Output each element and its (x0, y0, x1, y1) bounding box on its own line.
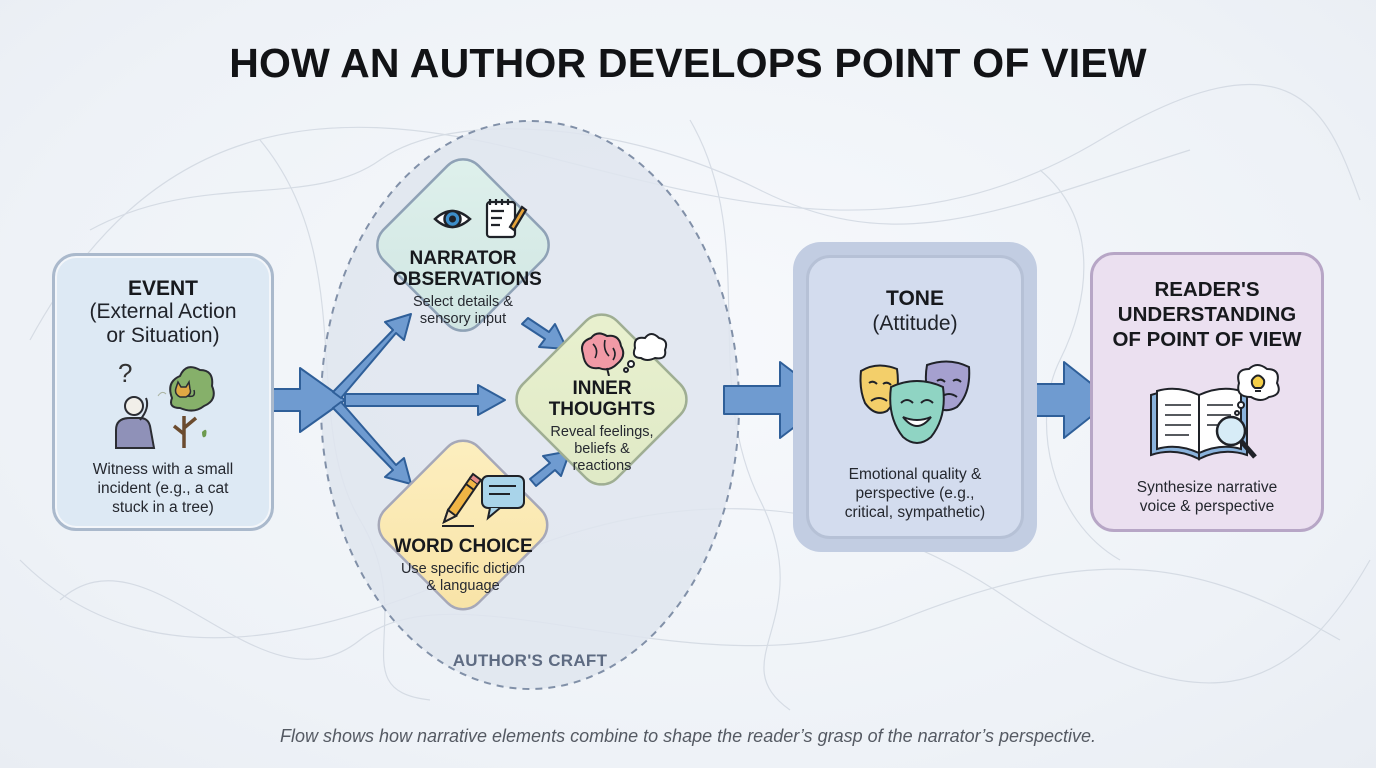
lightbulb-icon (1234, 364, 1280, 416)
event-box: EVENT (External Action or Situation) Wit… (52, 253, 274, 531)
tone-desc-line1: Emotional quality & (848, 466, 982, 483)
arrow-to-narrator (332, 313, 412, 399)
narrator-heading-line1: NARRATOR (409, 248, 517, 269)
page-title: HOW AN AUTHOR DEVELOPS POINT OF VIEW (229, 40, 1147, 86)
tone-desc-line2: perspective (e.g., (855, 485, 975, 502)
thought-bubble-icon (623, 333, 668, 373)
inner-desc-line3: reactions (572, 458, 632, 474)
narrator-heading-line2: OBSERVATIONS (393, 269, 542, 290)
tone-subtitle: (Attitude) (872, 312, 958, 335)
event-subtitle-line2: or Situation) (106, 324, 220, 347)
event-subtitle-line1: (External Action (89, 300, 237, 323)
reader-illustration (1150, 364, 1280, 461)
inner-heading-line1: INNER (572, 378, 632, 399)
tree-icon (169, 366, 215, 448)
reader-heading-line3: OF POINT OF VIEW (1112, 328, 1302, 351)
arrow-word-to-inner (529, 450, 571, 487)
tone-heading: TONE (886, 287, 944, 310)
tone-box: TONE (Attitude) Emotional quality & pers… (806, 255, 1024, 539)
event-heading: EVENT (127, 277, 198, 300)
inner-heading-line2: THOUGHTS (548, 399, 656, 420)
brain-icon (581, 332, 625, 376)
narrator-observations: NARRATOR OBSERVATIONS Select details & s… (393, 248, 542, 328)
theater-masks-icon (859, 360, 971, 444)
word-heading: WORD CHOICE (393, 536, 533, 557)
inner-icons (581, 332, 668, 376)
pencil-icon (442, 472, 483, 527)
event-subtitle: (External Action or Situation) (55, 300, 271, 348)
arrow-to-inner (344, 384, 506, 416)
narrator-desc-line1: Select details & (413, 294, 513, 310)
word-choice: WORD CHOICE Use specific diction & langu… (393, 536, 533, 595)
inner-heading: INNER THOUGHTS (532, 378, 672, 420)
narrator-icons (433, 199, 528, 239)
reader-heading-line1: READER'S (1154, 278, 1260, 301)
arrow-to-word (332, 401, 412, 485)
narrator-heading: NARRATOR OBSERVATIONS (393, 248, 542, 290)
question-mark: ? (118, 358, 133, 388)
inner-description: Reveal feelings, beliefs & reactions (532, 424, 672, 475)
reader-desc-line2: voice & perspective (1139, 498, 1275, 515)
word-icons (442, 472, 525, 527)
reader-box: READER'S UNDERSTANDING OF POINT OF VIEW … (1090, 252, 1324, 532)
event-description: Witness with a small incident (e.g., a c… (55, 460, 271, 517)
inner-thoughts: INNER THOUGHTS Reveal feelings, beliefs … (532, 378, 672, 475)
word-description: Use specific diction & language (393, 561, 533, 595)
speech-bubble-icon (481, 475, 525, 521)
reader-heading: READER'S UNDERSTANDING OF POINT OF VIEW (1093, 277, 1321, 352)
reader-desc-line1: Synthesize narrative (1136, 479, 1278, 496)
narrator-description: Select details & sensory input (393, 294, 533, 328)
authors-craft-label: AUTHOR'S CRAFT (452, 651, 608, 670)
reader-description: Synthesize narrative voice & perspective (1093, 478, 1321, 516)
magnifier-icon (1215, 415, 1257, 459)
inner-desc-line1: Reveal feelings, (550, 424, 654, 440)
inner-desc-line2: beliefs & (574, 441, 630, 457)
event-desc-line3: stuck in a tree) (112, 499, 214, 516)
cat-icon (174, 379, 196, 398)
event-illustration (115, 366, 215, 449)
reader-heading-line2: UNDERSTANDING (1117, 303, 1297, 326)
tone-desc-line3: critical, sympathetic) (844, 504, 986, 521)
arrow-narrator-to-inner (521, 317, 568, 350)
caption: Flow shows how narrative elements combin… (279, 726, 1097, 746)
tone-description: Emotional quality & perspective (e.g., c… (809, 465, 1021, 522)
notepad-icon (485, 199, 528, 239)
event-desc-line1: Witness with a small (92, 461, 234, 478)
word-desc-line2: & language (426, 578, 500, 594)
person-icon (115, 396, 156, 449)
eye-icon (433, 209, 472, 229)
event-desc-line2: incident (e.g., a cat (97, 480, 229, 497)
word-desc-line1: Use specific diction (400, 561, 526, 577)
narrator-desc-line2: sensory input (419, 311, 507, 327)
